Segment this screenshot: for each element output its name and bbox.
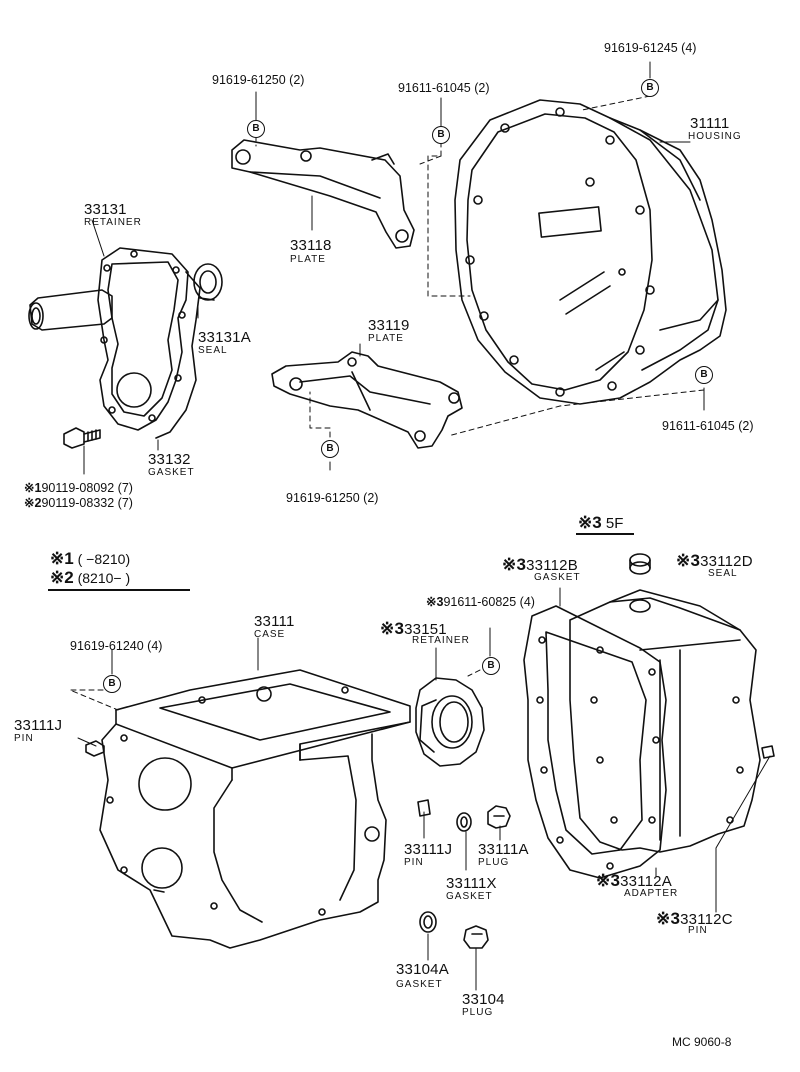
part-number: ※333112A [596,872,672,889]
part-number: 33104 [462,991,505,1008]
bolt-marker-icon: B [482,657,500,675]
legend-underline [48,589,190,591]
part-number-text: 33112B [526,557,578,574]
gasket-33112B-drawing [523,605,667,879]
part-name: PLATE [368,333,404,344]
part-name: CASE [254,629,286,640]
bolt-ref-label: 91619-61250 (2) [212,73,305,87]
bolt-ref-label: 91611-61045 (2) [662,419,754,433]
bolt-ref-text: 90119-08092 (7) [41,481,133,495]
part-name: RETAINER [412,635,470,646]
note-mark: ※3 [596,871,621,890]
part-number: 33104A [396,961,449,978]
part-number: ※333112C [656,910,733,927]
part-number: ※333151 [380,620,447,637]
note-mark: ※2 [24,496,42,510]
part-number: 33111J [404,841,453,858]
part-number: 31111 [690,115,730,132]
part-name: SEAL [198,345,228,356]
retainer-33131-drawing [28,247,201,439]
note-mark: ※3 [380,619,405,638]
variant-underline [576,533,634,535]
part-name: ADAPTER [624,888,679,899]
bolt-ref-text: 91611-60825 (4) [443,595,535,609]
diagram-code: MC 9060-8 [672,1035,732,1049]
legend-range: (8210− ) [77,570,131,586]
part-name: PIN [14,733,34,744]
part-number-text: 33112A [620,873,672,890]
seal-33131A-drawing [193,263,223,301]
part-name: GASKET [148,467,195,478]
note-mark: ※3 [426,595,444,609]
part-number: 33111J [14,717,63,734]
part-number: 33111A [478,841,529,858]
note-mark: ※1 [24,481,42,495]
part-name: PLUG [478,857,510,868]
housing-31111-drawing [454,99,727,405]
bolt-ref-text: 90119-08332 (7) [41,496,133,510]
bolt-marker-icon: B [321,440,339,458]
part-name: GASKET [534,572,581,583]
plate-33118-drawing [231,139,415,249]
note-mark: ※3 [676,551,701,570]
part-number-text: 33112C [680,911,733,928]
part-name: HOUSING [688,131,742,142]
part-number: 33111X [446,875,497,892]
bolt-ref-label: ※391611-60825 (4) [426,596,535,609]
seal-33112D-drawing [629,553,651,575]
bolt-ref-label: 91619-61245 (4) [604,41,697,55]
part-number: ※333112D [676,552,753,569]
part-number: ※333112B [502,556,578,573]
note-mark: ※2 [50,568,74,587]
bolt-marker-icon: B [247,120,265,138]
bolt-marker-icon: B [432,126,450,144]
variant-heading: ※3 5F [578,514,623,531]
part-number: 33132 [148,451,191,468]
part-name: PIN [404,857,424,868]
note-mark: ※3 [578,513,602,532]
bolt-ref-label: 91619-61240 (4) [70,639,163,653]
bolt-marker-icon: B [641,79,659,97]
note-mark: ※3 [656,909,681,928]
adapter-33112A-drawing [569,589,775,853]
part-name: PLATE [290,254,326,265]
part-name: PLUG [462,1007,494,1018]
part-number: 33131 [84,201,127,218]
legend-range: ( −8210) [77,551,131,567]
note-mark: ※1 [50,549,74,568]
legend-line-1: ※1 ( −8210) [50,550,130,567]
part-name: GASKET [446,891,493,902]
bolt-ref-label: ※290119-08332 (7) [24,497,133,510]
part-name: GASKET [396,979,443,990]
bolt-90119-drawing [63,427,101,449]
part-number: 33131A [198,329,251,346]
variant-label: 5F [605,515,624,532]
retainer-33151-drawing [415,677,485,767]
part-number: 33118 [290,237,332,254]
bolt-marker-icon: B [695,366,713,384]
part-number: 33119 [368,317,410,334]
leader-lines [69,61,771,991]
small-parts-drawing [85,740,511,949]
part-name: PIN [688,925,708,936]
bolt-marker-icon: B [103,675,121,693]
part-number-text: 33151 [404,621,447,638]
legend-line-2: ※2 (8210− ) [50,569,130,586]
part-name: SEAL [708,568,738,579]
bolt-ref-label: 91619-61250 (2) [286,491,379,505]
case-33111-drawing [99,669,411,949]
part-name: RETAINER [84,217,142,228]
note-mark: ※3 [502,555,527,574]
part-number-text: 33112D [700,553,753,570]
bolt-ref-label: ※190119-08092 (7) [24,482,133,495]
bolt-ref-label: 91611-61045 (2) [398,81,490,95]
part-number: 33111 [254,613,295,630]
plate-33119-drawing [271,351,463,449]
